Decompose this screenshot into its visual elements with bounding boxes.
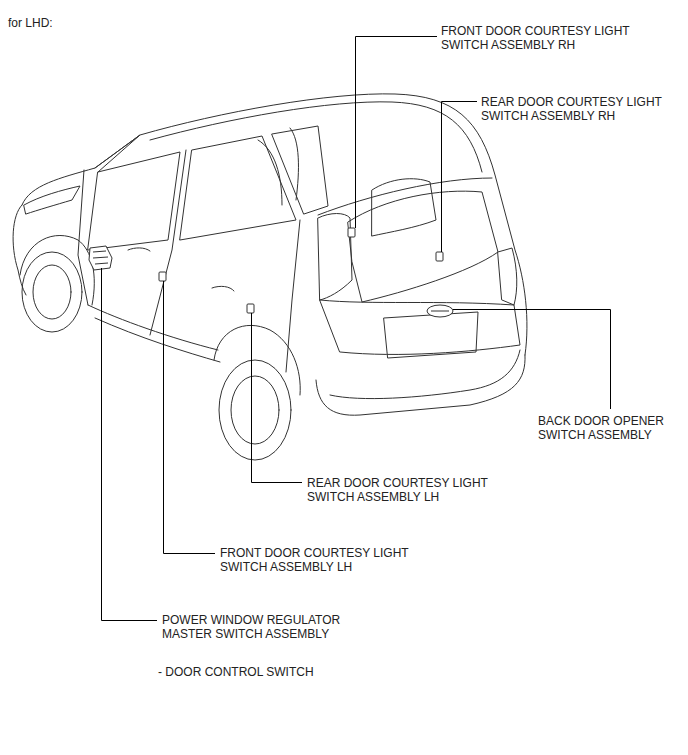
leader-line: [102, 268, 158, 621]
rear-door-rear-edge: [286, 220, 300, 372]
courtesy-switch: [159, 272, 166, 281]
leader-line: [356, 37, 438, 229]
rear-seat: [372, 179, 436, 236]
part-label: FRONT DOOR COURTESY LIGHT SWITCH ASSEMBL…: [441, 24, 661, 52]
part-label: BACK DOOR OPENER SWITCH ASSEMBLY: [538, 414, 678, 442]
front-door-window: [88, 152, 180, 250]
part-label: FRONT DOOR COURTESY LIGHT SWITCH ASSEMBL…: [220, 546, 440, 574]
roof-outline: [22, 94, 527, 355]
rear-bumper: [316, 355, 525, 415]
courtesy-switch: [436, 252, 443, 261]
master-switch-detail: [93, 251, 108, 264]
right-tail-light: [498, 248, 517, 305]
leader-line: [453, 310, 611, 410]
rear-glass: [348, 191, 498, 302]
leader-line: [252, 313, 303, 483]
switch-symbols: [89, 228, 453, 317]
front-wheel-arch: [20, 235, 94, 305]
headlamp: [24, 186, 80, 214]
master-switch: [89, 246, 112, 270]
rear-wheel: [219, 360, 291, 460]
car-body: [13, 94, 527, 460]
front-wheel: [22, 252, 82, 332]
side-sill: [88, 305, 218, 350]
courtesy-switch: [348, 228, 355, 237]
seat-back: [258, 128, 298, 205]
front-door-handle: [128, 248, 150, 251]
left-tail-light: [318, 214, 352, 301]
back-door-opener-switch: [427, 305, 453, 317]
leader-line: [442, 102, 478, 253]
leader-line: [164, 281, 216, 554]
side-lower: [95, 318, 220, 362]
rear-wheel-rim: [231, 376, 279, 444]
courtesy-switch: [247, 304, 254, 313]
front-end: [13, 205, 26, 295]
front-door-edge: [78, 170, 88, 305]
quarter-window: [272, 126, 328, 214]
front-wheel-rim: [33, 265, 71, 319]
roof-inner-line: [150, 102, 482, 172]
leader-lines: [102, 37, 611, 621]
part-label: REAR DOOR COURTESY LIGHT SWITCH ASSEMBLY…: [307, 476, 527, 504]
front-door-rear-edge: [150, 150, 186, 335]
spoiler: [318, 178, 492, 215]
a-pillar: [95, 135, 140, 172]
back-door-opener-detail: [431, 311, 449, 312]
back-door-panel: [320, 300, 520, 354]
license-plate-recess: [384, 312, 478, 358]
part-label: - DOOR CONTROL SWITCH: [158, 665, 458, 679]
part-label: REAR DOOR COURTESY LIGHT SWITCH ASSEMBLY…: [481, 95, 681, 123]
part-label: POWER WINDOW REGULATOR MASTER SWITCH ASS…: [162, 613, 372, 641]
rear-door-handle: [212, 286, 234, 291]
variant-note: for LHD:: [8, 16, 208, 30]
rear-bumper-lower: [330, 350, 520, 399]
